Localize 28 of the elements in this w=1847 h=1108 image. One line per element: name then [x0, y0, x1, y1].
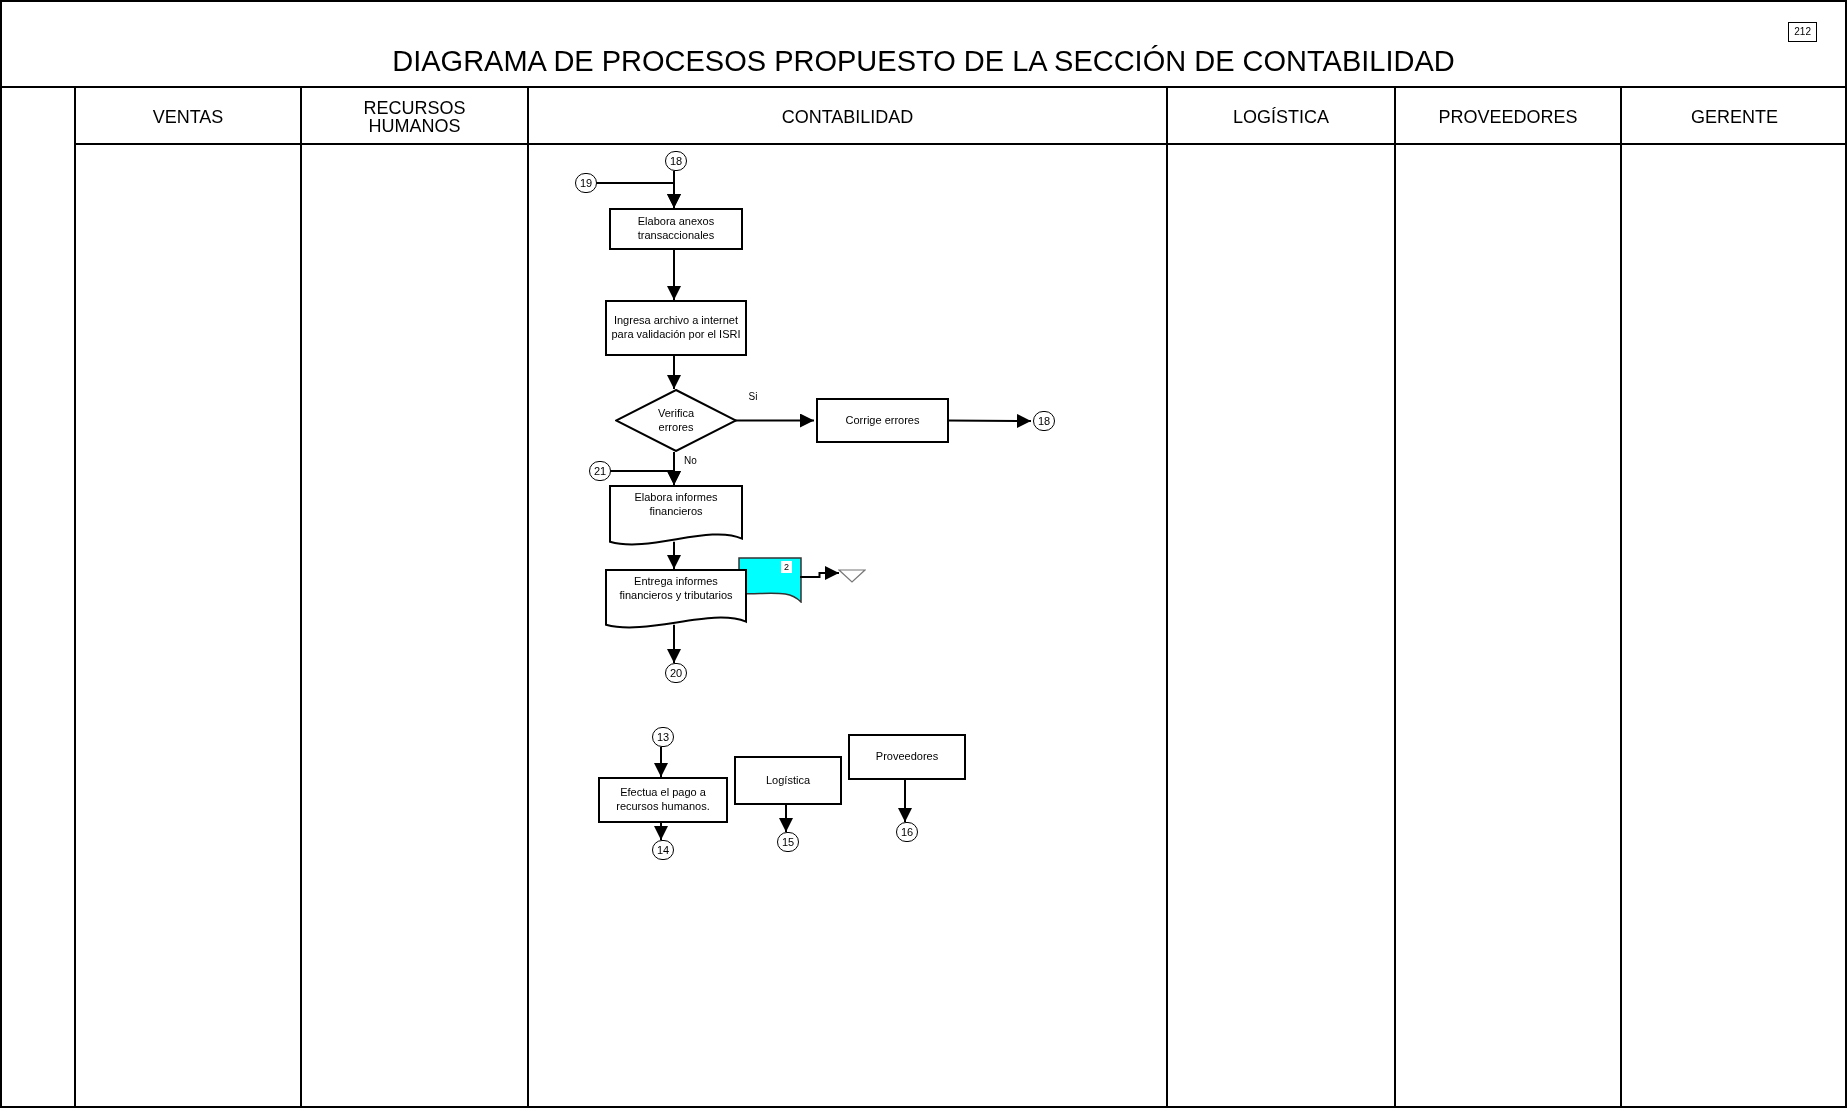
arrow — [734, 413, 815, 428]
lane-header: RECURSOS HUMANOS — [362, 98, 467, 135]
lane-header: VENTAS — [152, 107, 224, 126]
edge-label: Si — [746, 390, 760, 403]
process-box: Elabora anexos transaccionales — [609, 208, 743, 250]
process-box: Ingresa archivo a internet para validación por el ISRI — [605, 300, 747, 356]
page-number: 212 — [1788, 22, 1817, 42]
lane-header: LOGÍSTICA — [1233, 107, 1329, 126]
arrow — [667, 623, 681, 664]
decision-label: Verifica errores — [656, 406, 696, 435]
arrow — [898, 779, 912, 823]
arrow — [667, 540, 681, 570]
arrow — [654, 746, 668, 778]
arrow — [667, 249, 681, 301]
lane-header: GERENTE — [1691, 107, 1778, 126]
arrow — [654, 822, 668, 841]
process-box: Corrige errores — [816, 398, 949, 443]
process-box: Proveedores — [848, 734, 966, 780]
document-label: Elabora informes financieros — [633, 491, 719, 519]
arrow — [667, 355, 681, 390]
document-label: Entrega informes financieros y tributarios — [618, 575, 734, 603]
diagram-title: DIAGRAMA DE PROCESOS PROPUESTO DE LA SECCIÓN DE CONTABILIDAD — [391, 44, 1456, 78]
arrow — [779, 804, 793, 833]
lane-header: CONTABILIDAD — [781, 107, 914, 126]
process-box: Logística — [734, 756, 842, 805]
edge-label: No — [682, 454, 699, 467]
process-box: Efectua el pago a recursos humanos. — [598, 777, 728, 823]
lane-header: PROVEEDORES — [1438, 107, 1578, 126]
